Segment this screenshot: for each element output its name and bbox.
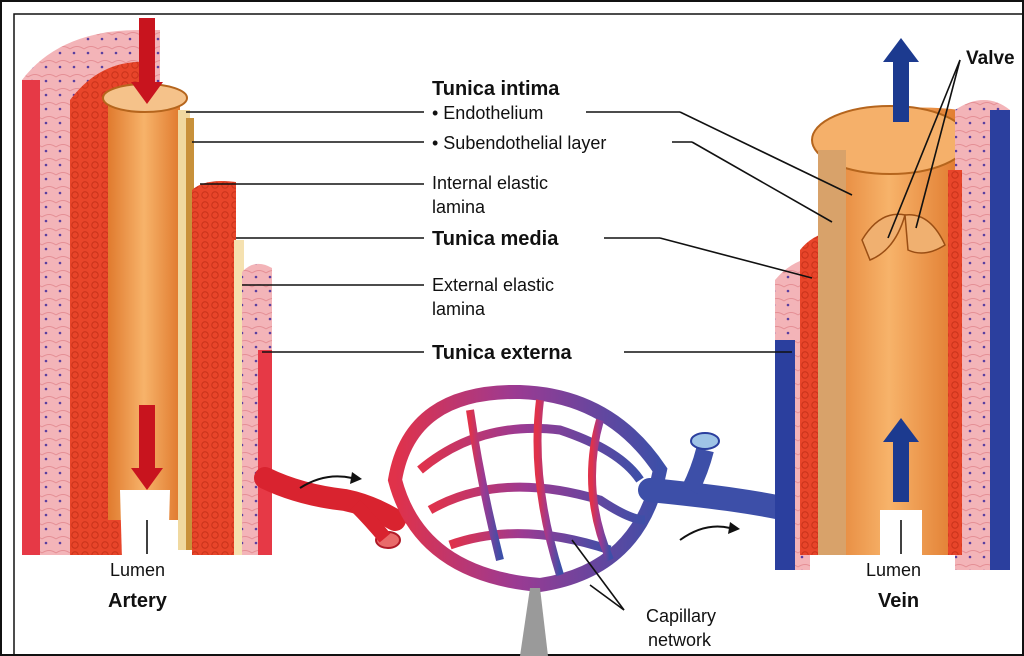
artery-externa-edge [258, 350, 272, 555]
label-subendothelial: • Subendothelial layer [432, 133, 606, 153]
artery-flow-arrow-top [139, 18, 155, 88]
vein-flow-arrowhead-top [883, 38, 919, 62]
line-subendothelial-vein [692, 142, 832, 222]
capillary-mesh-1 [420, 428, 640, 480]
vein-flow-arrow-top [893, 60, 909, 122]
capillary-pointer [520, 588, 548, 656]
venule-branch-end [691, 433, 719, 449]
line-tunica-media-vein [660, 238, 812, 278]
artery-media-step [192, 181, 236, 555]
label-capillary-1: Capillary [646, 606, 716, 626]
label-tunica-media: Tunica media [432, 228, 559, 250]
arteriole [265, 478, 395, 520]
label-vein: Vein [878, 590, 919, 612]
capillary-mesh-6 [592, 420, 610, 560]
vein-intima [818, 150, 846, 555]
venule-branch [690, 450, 705, 490]
vein-externa-edge [775, 340, 795, 570]
label-tunica-intima: Tunica intima [432, 78, 560, 100]
label-lumen-artery: Lumen [110, 560, 165, 580]
vein-outer-edge [990, 110, 1010, 570]
artery-illustration [22, 18, 272, 560]
capillary-mesh-3 [450, 534, 610, 550]
label-lumen-vein: Lumen [866, 560, 921, 580]
label-valve: Valve [966, 48, 1015, 69]
artery-outer-edge [22, 80, 40, 555]
capillary-network-illustration [265, 392, 800, 656]
capillary-flow-arrowhead-right [728, 522, 740, 534]
label-internal-elastic-1: Internal elastic [432, 173, 548, 193]
capillary-flow-arrowhead-left [350, 472, 362, 484]
vein-media-right [948, 170, 962, 555]
label-endothelium: • Endothelium [432, 103, 543, 123]
label-internal-elastic-2: lamina [432, 197, 486, 217]
label-capillary-2: network [648, 630, 712, 650]
artery-lumen-opening [120, 490, 170, 560]
label-artery: Artery [108, 590, 168, 612]
artery-flow-arrow-bottom [139, 405, 155, 470]
capillary-flow-arrow-right [680, 527, 730, 541]
label-external-elastic-2: lamina [432, 299, 486, 319]
line-capillary-2 [590, 585, 624, 610]
vein-illustration [775, 38, 1010, 570]
vein-flow-arrow-bottom [893, 440, 909, 502]
label-external-elastic-1: External elastic [432, 275, 554, 295]
label-tunica-externa: Tunica externa [432, 342, 573, 364]
